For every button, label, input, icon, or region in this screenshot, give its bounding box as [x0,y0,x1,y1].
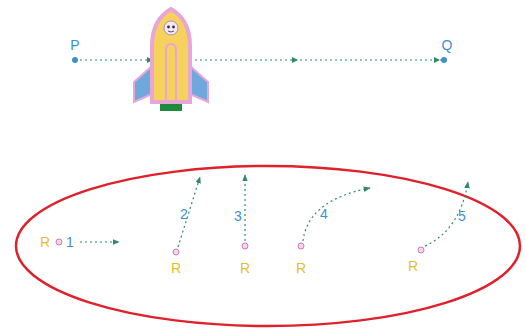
start-label: R [296,261,306,275]
label-slot: R [296,261,306,275]
point-label: P [70,38,79,52]
callout-number: 2 [180,207,188,221]
start-label: R [240,261,250,275]
track-line [75,59,442,60]
label-slot: Q [442,38,453,52]
label-slot: P [70,38,79,52]
track-arrowhead [434,57,440,63]
rocket-figure [134,9,208,111]
label-slot: R [171,261,181,275]
start-label: R [408,259,418,273]
label-slot: 4 [320,207,328,221]
callout-number: 3 [234,209,242,223]
label-slot: 2 [180,207,188,221]
start-label: R [171,261,181,275]
label-slot: R [240,261,250,275]
callout-number: 5 [458,209,466,223]
label-slot: R [408,259,418,273]
callout-number: 4 [320,207,328,221]
enclosing-ellipse [16,166,520,326]
start-dots [56,239,424,255]
motion-paths [80,175,468,247]
label-slot: 5 [458,209,466,223]
point-dot [441,57,447,63]
point-dot [72,57,78,63]
label-slot: 3 [234,209,242,223]
track-arrowhead [292,57,298,63]
callout-number: 1 [66,235,74,249]
label-slot: R [40,235,50,249]
start-label: R [40,235,50,249]
label-slot: 1 [66,235,74,249]
point-label: Q [442,38,453,52]
